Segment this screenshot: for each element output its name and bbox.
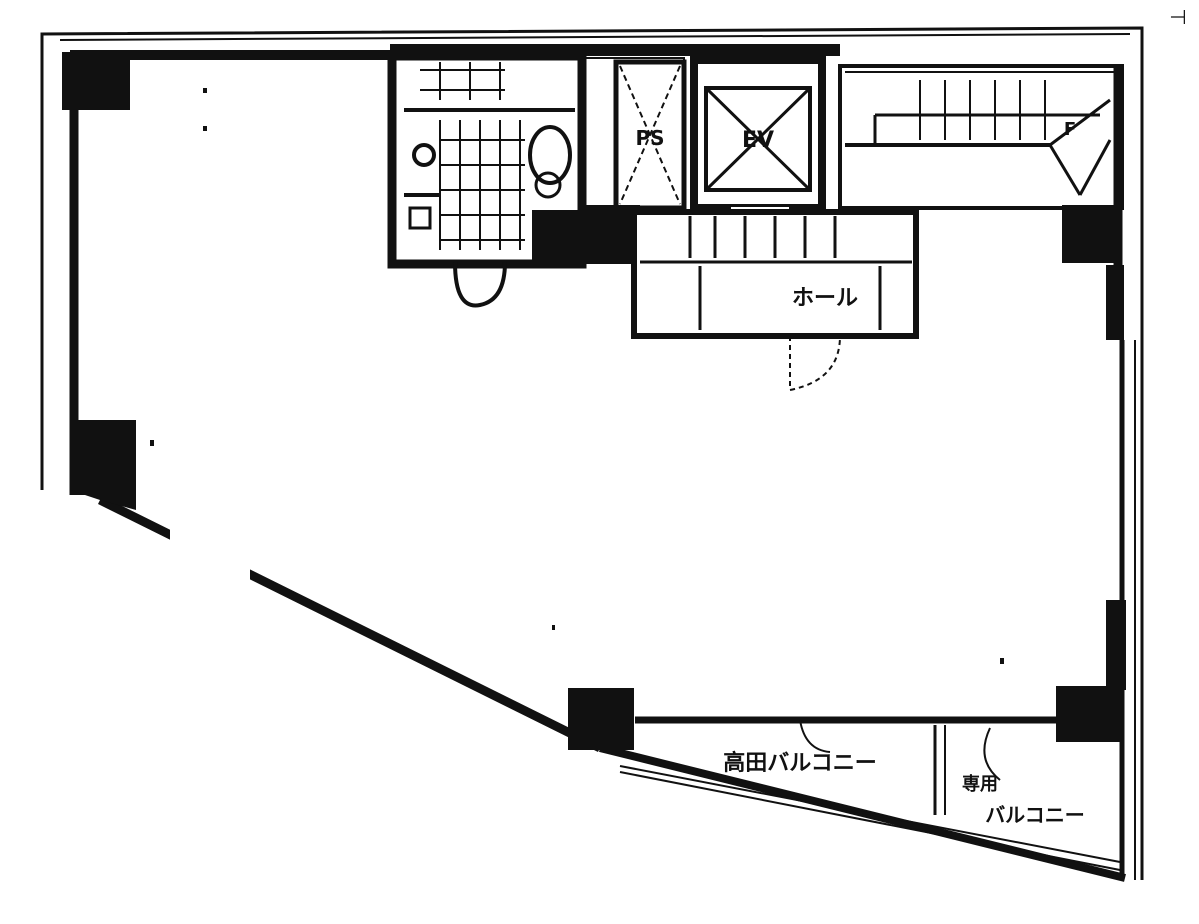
balcony-area bbox=[799, 719, 1001, 781]
hall-label: ホール bbox=[792, 286, 858, 311]
stair-arrow-mark: F bbox=[1064, 119, 1076, 140]
balcony-main-label: 高田バルコニー bbox=[723, 750, 877, 776]
toilet-block bbox=[387, 51, 632, 308]
outer-frame bbox=[40, 26, 1144, 880]
exterior-walls bbox=[69, 44, 1136, 882]
wall-gap bbox=[170, 520, 250, 585]
ev-label: EV bbox=[742, 128, 774, 153]
balcony-sub-top-label: 専用 bbox=[962, 773, 998, 795]
columns bbox=[62, 52, 1126, 750]
scan-specks bbox=[150, 88, 1004, 664]
ps-label: PS bbox=[635, 126, 664, 150]
balcony-sub-label: バルコニー bbox=[985, 803, 1085, 827]
toilet-tile-pattern bbox=[420, 62, 525, 250]
elevator-shaft bbox=[690, 56, 826, 215]
hall bbox=[631, 209, 919, 392]
staircase bbox=[838, 64, 1124, 210]
corner-mark: ⊣ bbox=[1169, 5, 1186, 29]
ps-shaft bbox=[583, 57, 687, 211]
